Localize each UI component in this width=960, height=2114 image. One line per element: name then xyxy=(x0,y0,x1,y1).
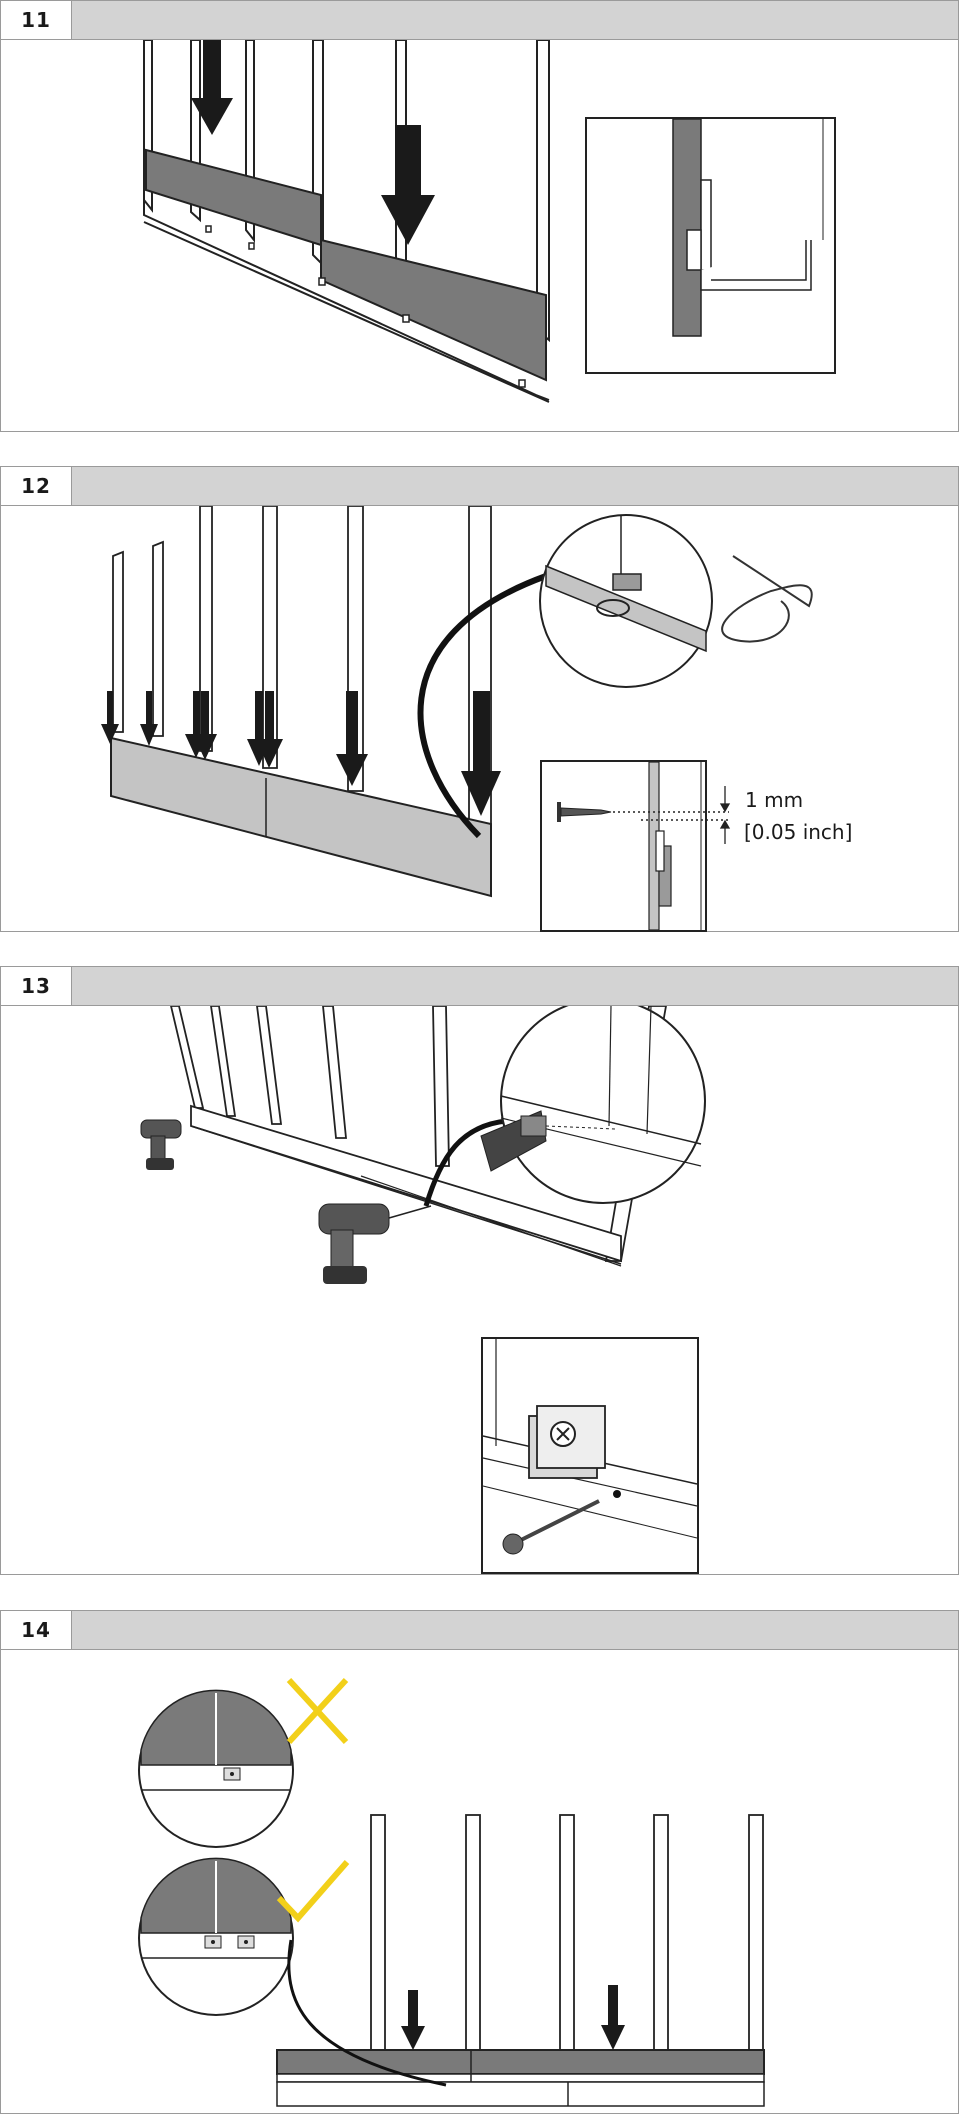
step-header: 14 xyxy=(1,1611,958,1650)
step-header: 12 xyxy=(1,467,958,506)
down-arrow-icon xyxy=(101,691,119,744)
incorrect-example xyxy=(138,1677,349,1848)
step-13-illustration xyxy=(140,1006,706,1574)
drill-icon xyxy=(140,1119,182,1170)
screw-icon xyxy=(557,802,612,822)
measurement-mm: 1 mm xyxy=(745,788,803,812)
step-header: 13 xyxy=(1,967,958,1006)
step-number: 11 xyxy=(1,1,72,39)
down-arrow-icon xyxy=(191,40,233,135)
base-panel-right xyxy=(320,238,547,382)
down-arrow-icon xyxy=(193,691,217,760)
down-arrow-icon xyxy=(256,691,283,768)
step-header: 11 xyxy=(1,1,958,40)
step-number: 14 xyxy=(1,1611,72,1649)
step-number: 12 xyxy=(1,467,72,505)
detail-inset xyxy=(481,1337,699,1574)
correct-example xyxy=(138,1857,350,2016)
drill-icon xyxy=(318,1203,432,1284)
step-14-illustration xyxy=(138,1677,765,2107)
down-arrow-icon xyxy=(140,691,158,746)
measurement-inch: [0.05 inch] xyxy=(744,820,852,844)
base-panel-left xyxy=(145,148,322,247)
circle-detail xyxy=(539,514,713,688)
step-12-illustration: 1 mm [0.05 inch] xyxy=(101,506,852,932)
down-arrow-icon xyxy=(381,125,435,245)
cross-icon xyxy=(286,1677,349,1745)
down-arrow-icon xyxy=(601,1985,625,2050)
step-11-illustration xyxy=(143,40,836,403)
step-number: 13 xyxy=(1,967,72,1005)
down-arrow-icon xyxy=(461,691,501,816)
circle-detail xyxy=(480,1006,706,1204)
step-13: 13 xyxy=(0,966,959,1575)
base-panel xyxy=(110,736,492,898)
step-14: 14 xyxy=(0,1610,959,2114)
down-arrow-icon xyxy=(401,1990,425,2050)
pin-key-icon xyxy=(721,555,813,643)
detail-inset xyxy=(585,117,836,374)
step-11: 11 xyxy=(0,0,959,432)
check-icon xyxy=(276,1860,350,1923)
base-panel xyxy=(276,2049,765,2075)
detail-inset xyxy=(540,760,729,932)
step-12: 12 xyxy=(0,466,959,932)
down-arrow-icon xyxy=(336,691,368,786)
